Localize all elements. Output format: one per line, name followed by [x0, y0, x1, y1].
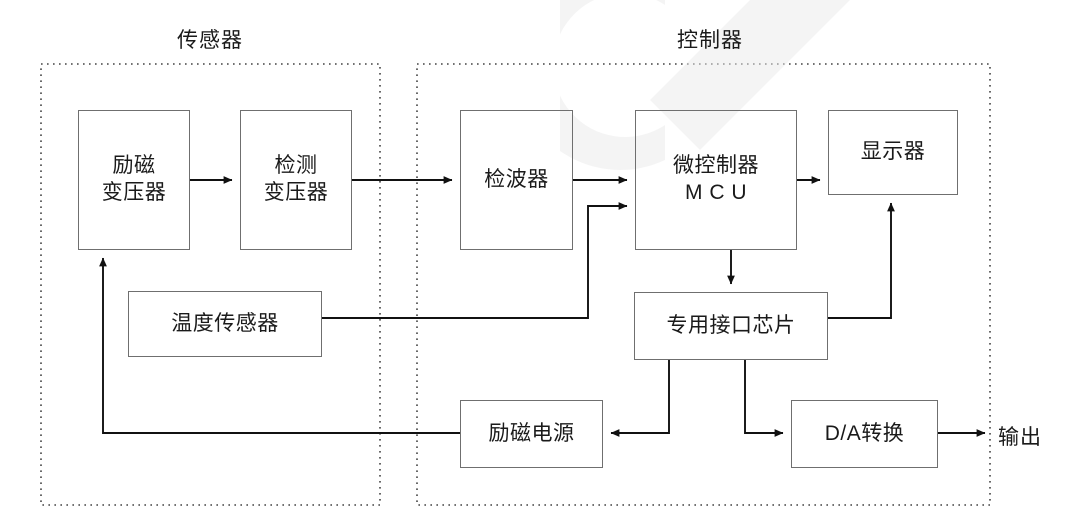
- arrow-temperature-to-mcu: [322, 202, 628, 319]
- sensor-group-boundary: [40, 63, 381, 506]
- node-detection-transformer[interactable]: 检测 变压器: [240, 110, 352, 250]
- output-label: 输出: [998, 426, 1042, 449]
- arrow-interface-chip-to-da: [744, 360, 784, 437]
- controller-group-boundary: [416, 63, 991, 506]
- controller-group-title: 控制器: [677, 29, 743, 52]
- node-da-converter[interactable]: D/A转换: [791, 400, 938, 468]
- node-dedicated-interface-chip[interactable]: 专用接口芯片: [634, 292, 828, 360]
- node-excitation-power-supply[interactable]: 励磁电源: [460, 400, 603, 468]
- node-display[interactable]: 显示器: [828, 110, 958, 195]
- node-temperature-sensor[interactable]: 温度传感器: [128, 291, 322, 357]
- arrow-power-to-excitation: [99, 257, 460, 434]
- node-detector[interactable]: 检波器: [460, 110, 573, 250]
- arrow-interface-chip-to-power: [610, 360, 670, 437]
- arrow-interface-chip-to-display: [828, 202, 895, 319]
- node-microcontroller-mcu[interactable]: 微控制器 M C U: [635, 110, 797, 250]
- node-excitation-transformer[interactable]: 励磁 变压器: [78, 110, 190, 250]
- sensor-group-title: 传感器: [177, 29, 243, 52]
